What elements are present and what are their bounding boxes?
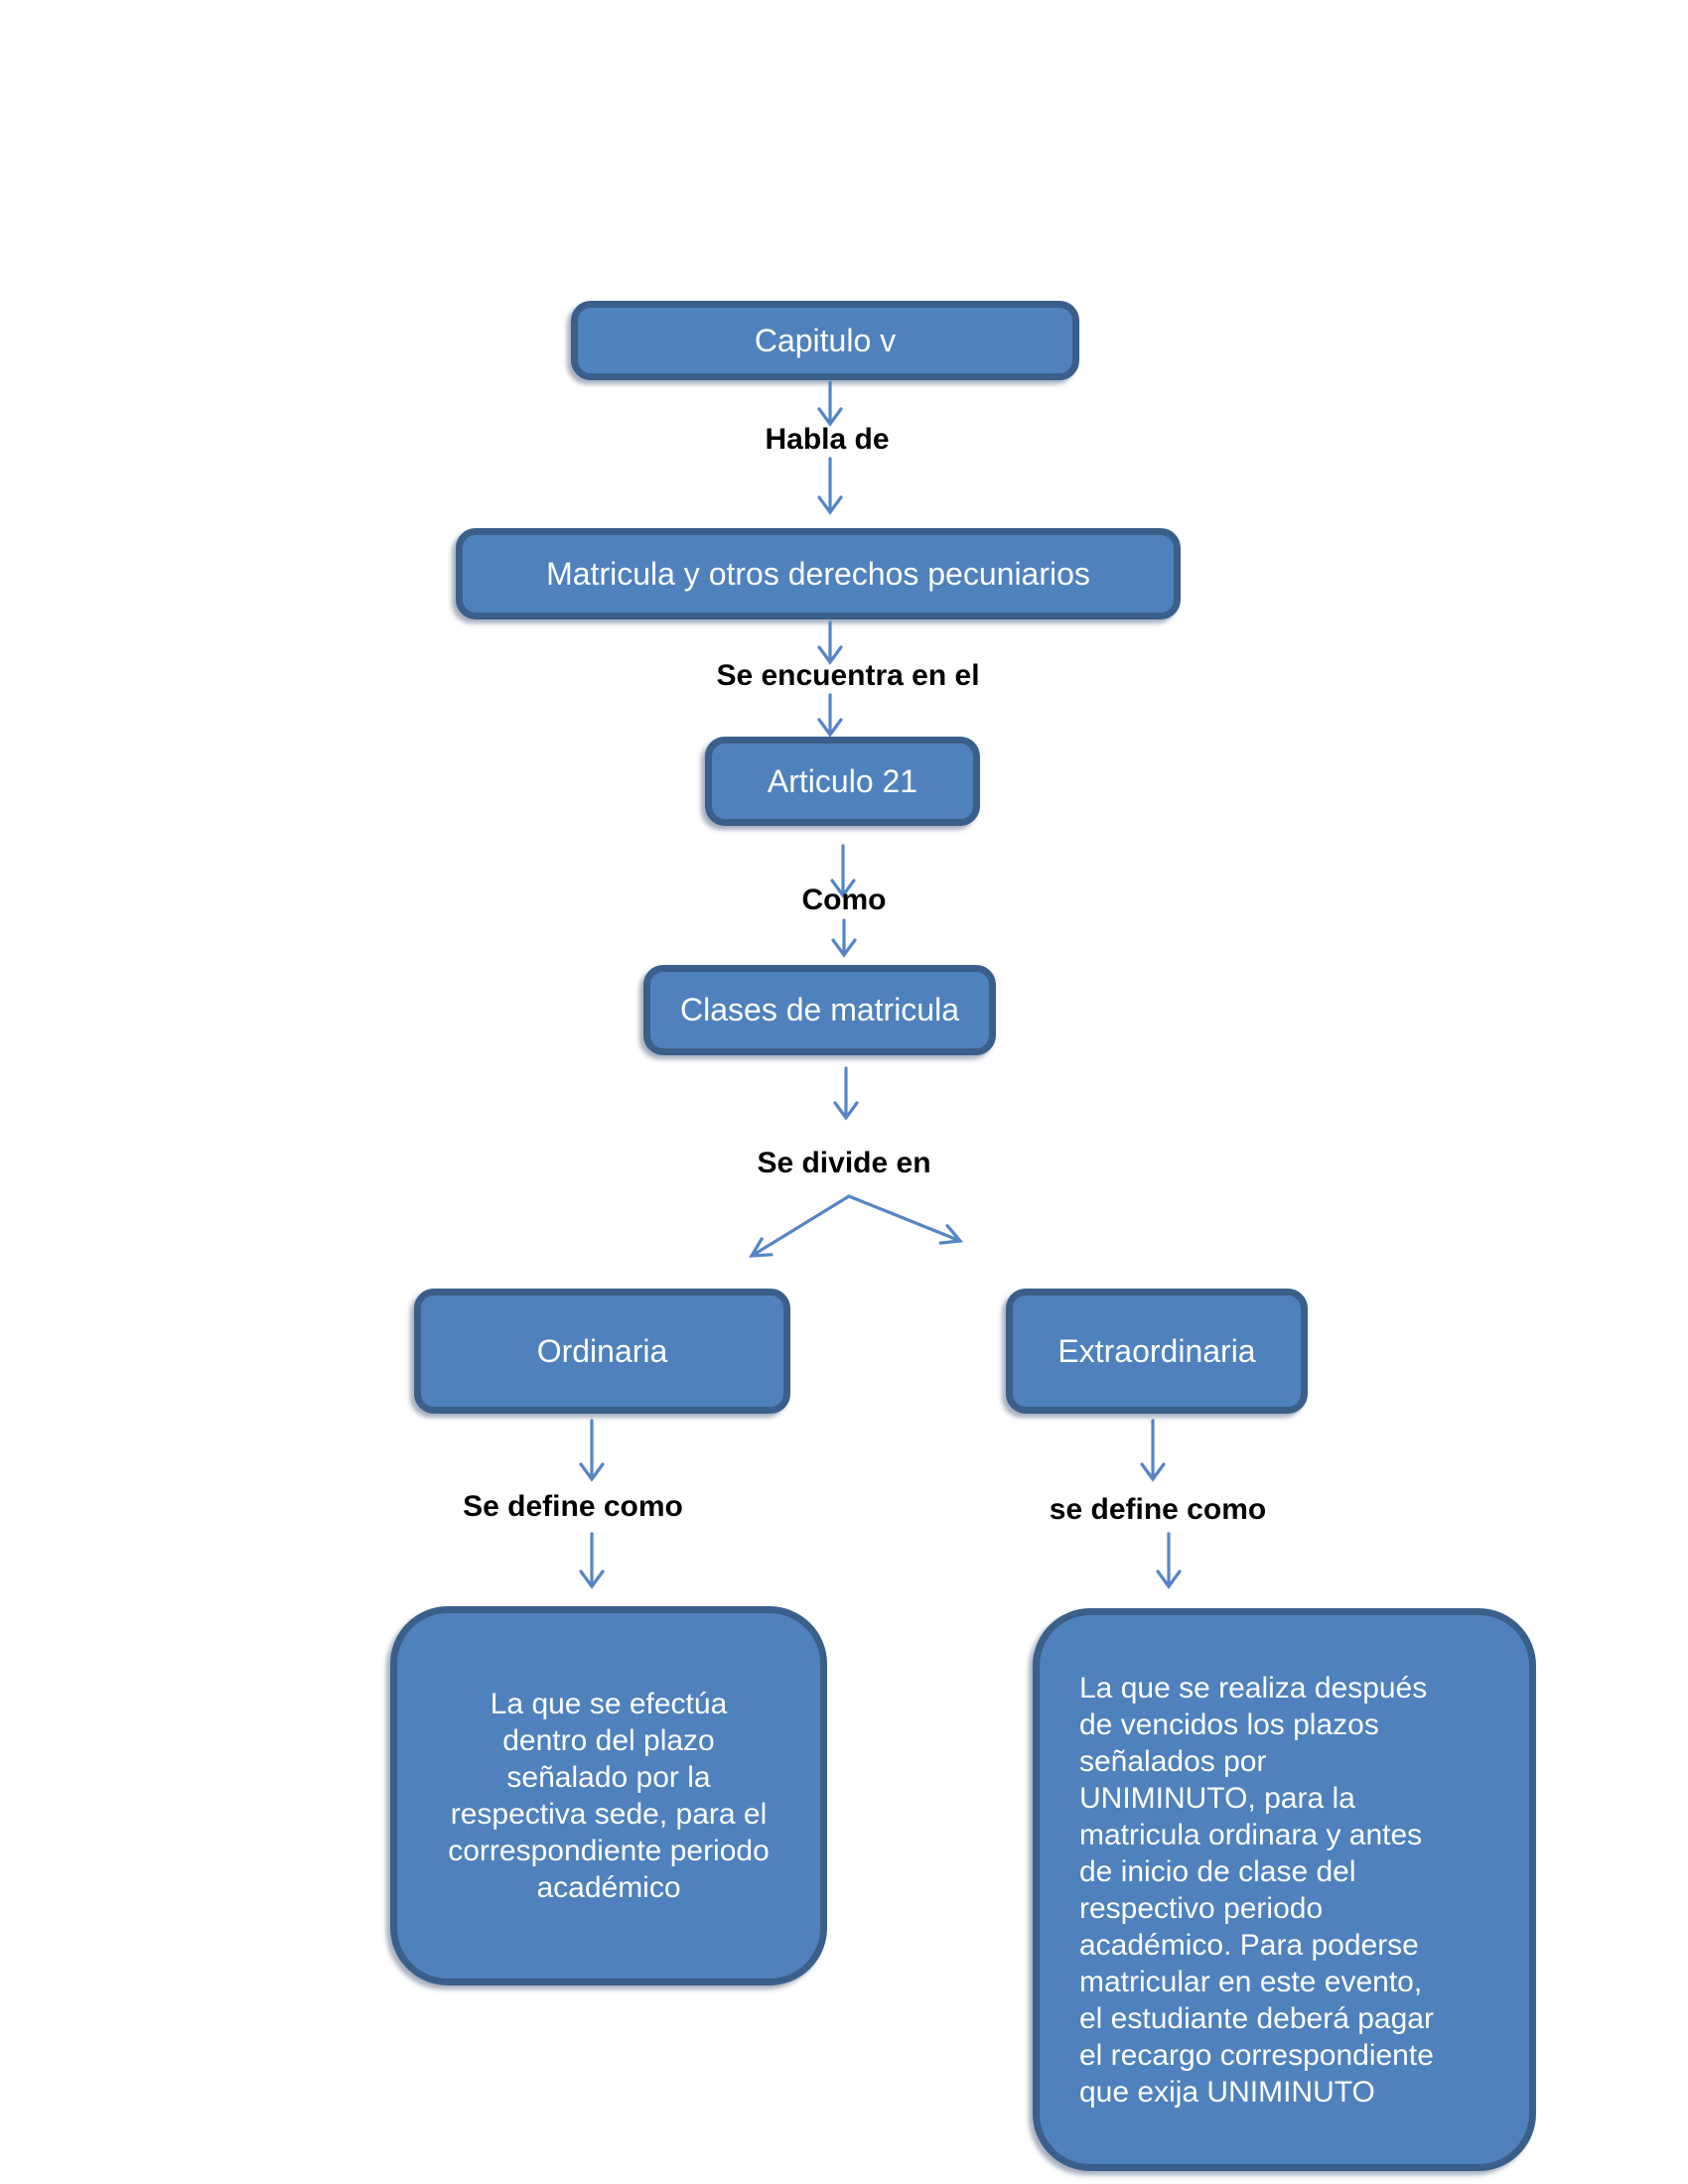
node-capitulo-label: Capitulo v: [754, 322, 897, 358]
edge-label-se-encuentra: Se encuentra en el: [716, 659, 980, 692]
node-ordinaria-label: Ordinaria: [536, 1332, 668, 1369]
node-extraordinaria-definition-text: La que se realiza después de vencidos lo…: [1079, 1671, 1434, 2109]
node-extraordinaria: Extraordinaria: [1006, 1289, 1308, 1414]
arrow-down-icon: [579, 1532, 605, 1589]
edge-label-como: Como: [801, 884, 887, 916]
arrow-down-icon: [817, 457, 843, 515]
arrow-down-icon: [831, 918, 857, 958]
node-clases-label: Clases de matricula: [680, 992, 959, 1027]
edge-label-se-define-left: Se define como: [463, 1490, 683, 1523]
arrow-down-icon: [817, 620, 843, 665]
node-ordinaria-definition: La que se efectúa dentro del plazo señal…: [390, 1606, 827, 1985]
edge-label-se-define-right: se define como: [1049, 1493, 1267, 1526]
node-matricula: Matricula y otros derechos pecuniarios: [456, 528, 1181, 619]
arrow-down-icon: [579, 1419, 605, 1482]
edge-label-se-divide: Se divide en: [757, 1147, 931, 1179]
node-extraordinaria-definition: La que se realiza después de vencidos lo…: [1033, 1608, 1536, 2171]
node-extraordinaria-label: Extraordinaria: [1057, 1332, 1256, 1369]
node-articulo: Articulo 21: [705, 737, 980, 826]
arrow-down-icon: [833, 1066, 859, 1121]
arrow-down-icon: [817, 693, 843, 738]
node-ordinaria-definition-text: La que se efectúa dentro del plazo señal…: [448, 1688, 770, 1904]
arrow-down-icon: [830, 844, 856, 898]
arrow-down-icon: [817, 380, 843, 427]
arrow-down-icon: [1156, 1532, 1182, 1589]
edge-label-habla-de: Habla de: [765, 423, 890, 456]
node-clases: Clases de matricula: [643, 965, 996, 1055]
node-capitulo: Capitulo v: [571, 301, 1079, 380]
node-matricula-label: Matricula y otros derechos pecuniarios: [546, 555, 1090, 592]
node-articulo-label: Articulo 21: [767, 762, 918, 799]
node-ordinaria: Ordinaria: [414, 1289, 790, 1414]
split-arrows-icon: [749, 1194, 964, 1258]
arrow-down-icon: [1140, 1419, 1166, 1482]
